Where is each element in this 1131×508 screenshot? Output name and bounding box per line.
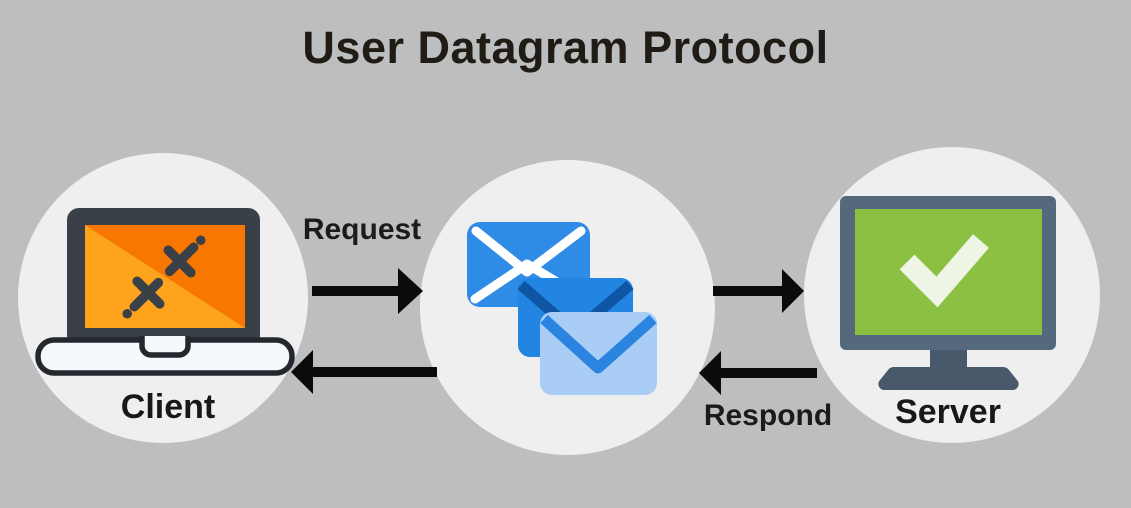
- request-arrow: [312, 268, 423, 314]
- forward-arrow-to-server: [713, 269, 804, 313]
- monitor-check-icon: [840, 196, 1056, 391]
- response-arrow-to-client: [291, 350, 437, 394]
- laptop-code-icon: [35, 208, 295, 376]
- client-node-label: Client: [120, 388, 216, 426]
- broken-connection-glyph: [122, 235, 206, 319]
- envelope-back-flap-lines: [470, 226, 587, 304]
- respond-arrow-label: Respond: [703, 399, 833, 432]
- checkmark-glyph: [899, 234, 989, 308]
- server-node-label: Server: [895, 393, 1001, 431]
- monitor-base: [878, 367, 1019, 391]
- envelope-front: [540, 312, 657, 395]
- envelope-front-flap: [540, 314, 657, 374]
- respond-arrow: [699, 351, 817, 395]
- mail-envelopes-icon: [467, 222, 657, 395]
- diagram-title: User Datagram Protocol: [302, 22, 829, 73]
- laptop-base-notch: [139, 336, 191, 358]
- request-arrow-label: Request: [302, 213, 422, 246]
